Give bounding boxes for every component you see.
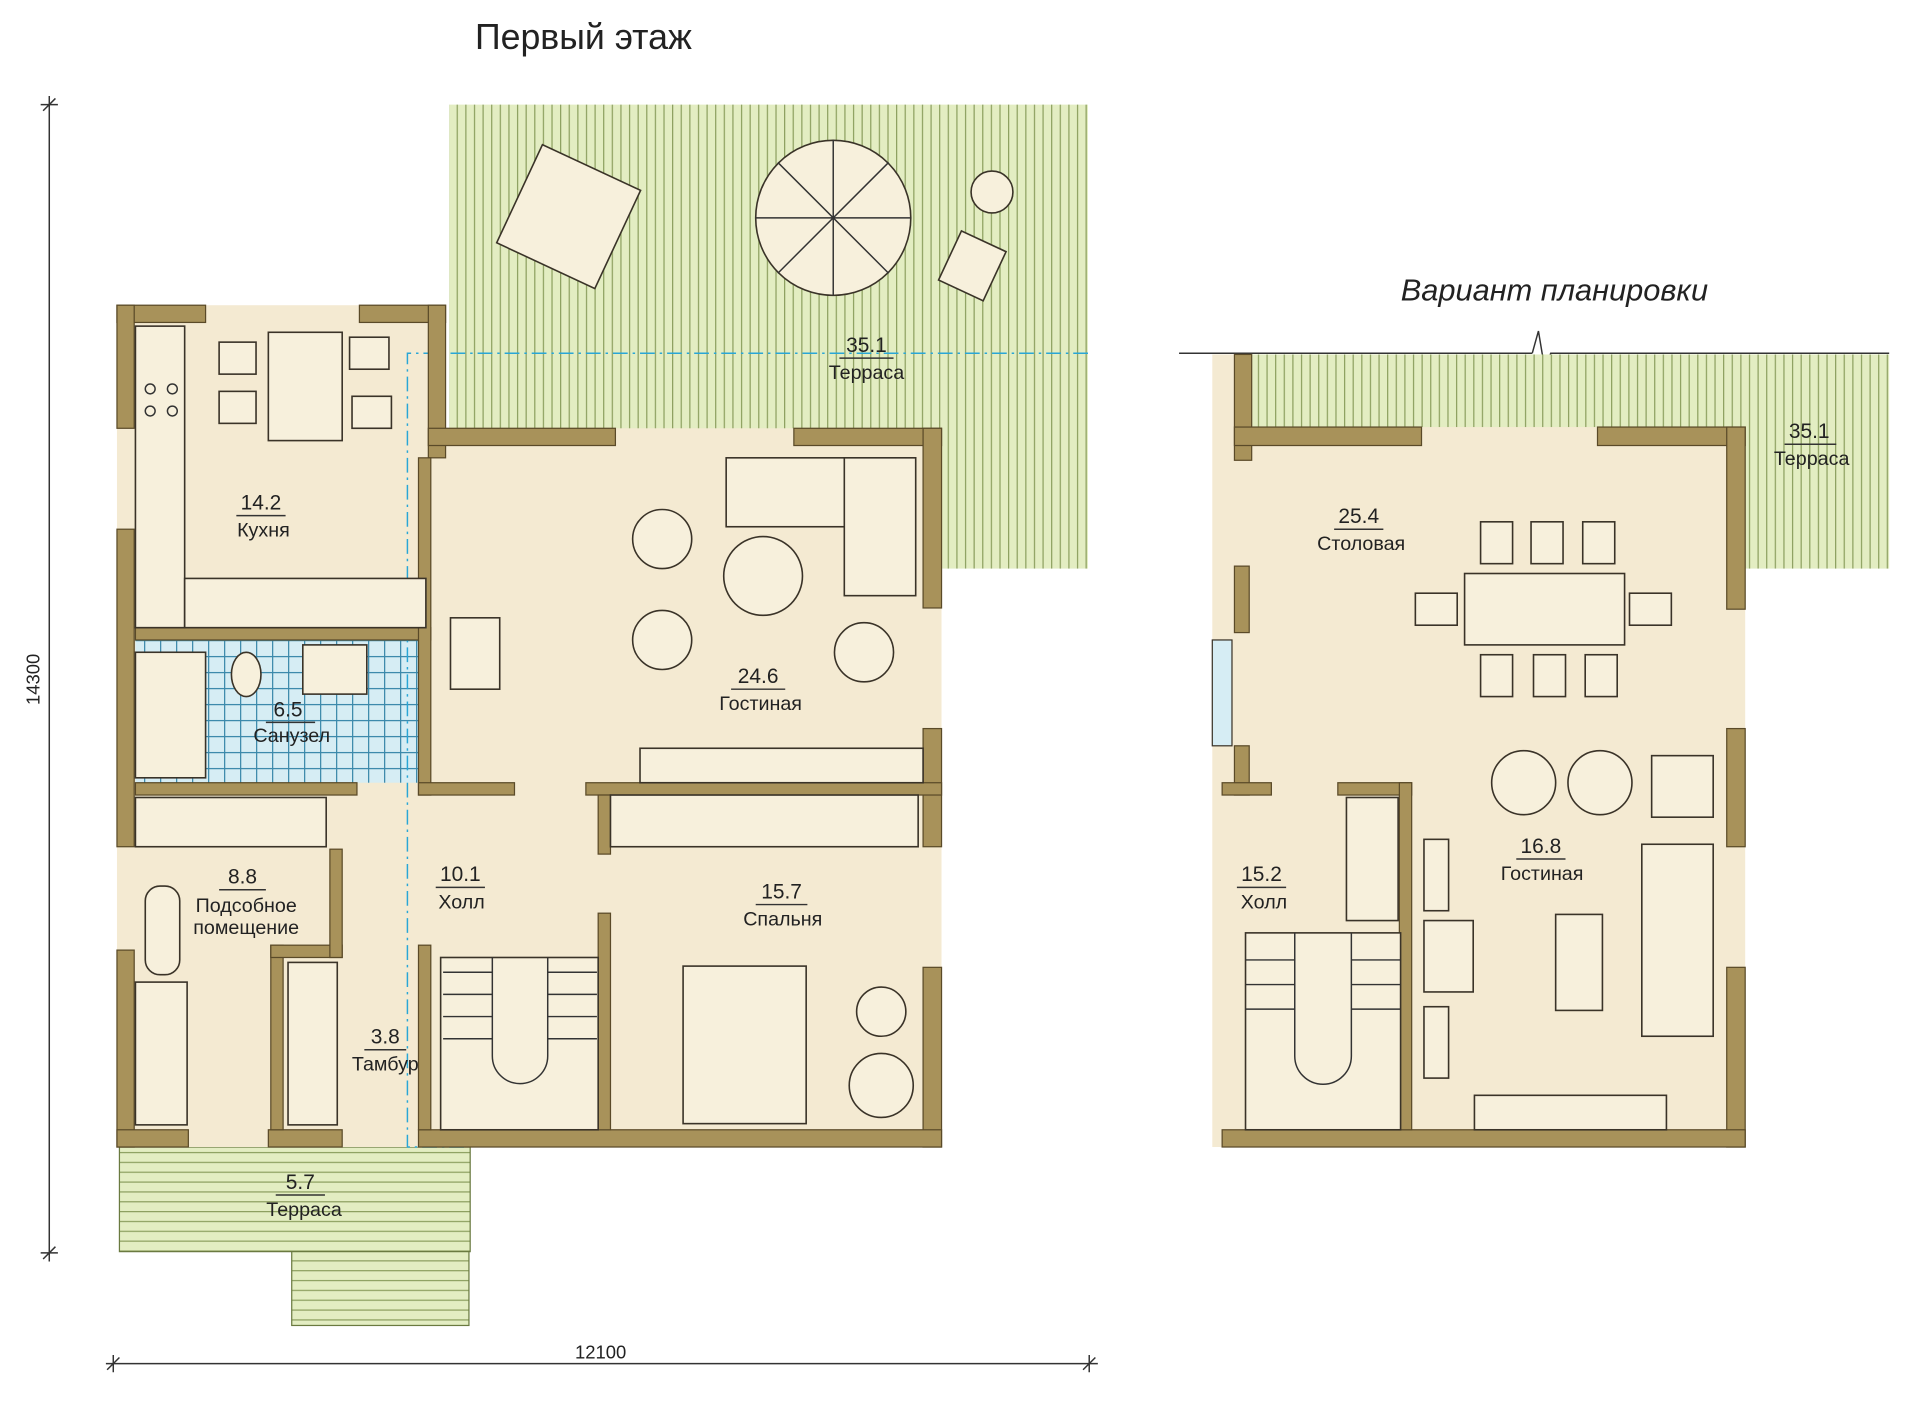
svg-text:Терраса: Терраса xyxy=(1774,448,1850,470)
entry-terrace-deck xyxy=(118,1146,471,1253)
svg-text:35.1: 35.1 xyxy=(1789,420,1830,443)
svg-text:25.4: 25.4 xyxy=(1338,505,1379,528)
svg-text:Терраса: Терраса xyxy=(266,1199,342,1221)
width-dimension: 12100 xyxy=(105,1342,1098,1373)
terrace-table xyxy=(495,143,642,290)
variant-staircase xyxy=(1244,932,1402,1131)
svg-text:Санузел: Санузел xyxy=(253,725,330,747)
coffee-table xyxy=(722,535,804,617)
variant-wardrobe xyxy=(1345,796,1399,922)
svg-text:Холл: Холл xyxy=(1241,891,1287,913)
variant-coffee-table xyxy=(1554,913,1604,1012)
svg-text:Тамбур: Тамбур xyxy=(352,1054,419,1076)
svg-text:3.8: 3.8 xyxy=(371,1026,400,1049)
bed xyxy=(682,965,807,1125)
bathtub xyxy=(134,651,207,779)
svg-text:Спальня: Спальня xyxy=(743,908,822,930)
height-dimension-label: 14300 xyxy=(22,654,43,705)
svg-text:8.8: 8.8 xyxy=(228,866,257,889)
svg-text:помещение: помещение xyxy=(193,917,299,939)
fireplace xyxy=(449,617,501,690)
tv-stand xyxy=(639,747,924,784)
svg-text:10.1: 10.1 xyxy=(440,863,481,886)
variant-sofa xyxy=(1641,843,1714,1038)
svg-text:35.1: 35.1 xyxy=(846,334,887,357)
width-dimension-label: 12100 xyxy=(575,1342,626,1363)
variant-fireplace xyxy=(1423,919,1475,993)
svg-text:16.8: 16.8 xyxy=(1521,835,1562,858)
svg-text:Холл: Холл xyxy=(438,891,484,913)
furniture xyxy=(134,139,1014,1131)
svg-text:14.2: 14.2 xyxy=(241,492,282,515)
kitchen-counter xyxy=(134,325,186,629)
svg-text:15.7: 15.7 xyxy=(761,880,802,903)
svg-text:Гостиная: Гостиная xyxy=(1501,863,1584,885)
walls xyxy=(116,304,943,1148)
variant-title: Вариант планировки xyxy=(1401,272,1708,307)
variant-furniture xyxy=(1244,521,1714,1131)
svg-text:Гостиная: Гостиная xyxy=(719,693,802,715)
toilet xyxy=(230,651,262,698)
svg-text:15.2: 15.2 xyxy=(1241,863,1282,886)
svg-text:Подсобное: Подсобное xyxy=(196,895,297,917)
plant xyxy=(1650,754,1714,818)
staircase xyxy=(439,956,599,1131)
svg-text:6.5: 6.5 xyxy=(273,698,302,721)
svg-text:Кухня: Кухня xyxy=(237,520,290,542)
sink xyxy=(302,644,368,695)
entry-steps xyxy=(291,1251,470,1327)
height-dimension: 14300 xyxy=(22,95,58,1262)
dining-table xyxy=(1463,572,1626,646)
variant-walls xyxy=(1221,353,1746,1148)
kitchen-table xyxy=(267,331,343,442)
svg-text:Столовая: Столовая xyxy=(1317,533,1405,555)
svg-text:Терраса: Терраса xyxy=(829,362,905,384)
first-floor-title: Первый этаж xyxy=(475,17,692,57)
svg-text:5.7: 5.7 xyxy=(286,1171,315,1194)
wardrobe xyxy=(609,794,919,848)
svg-text:24.6: 24.6 xyxy=(738,665,779,688)
